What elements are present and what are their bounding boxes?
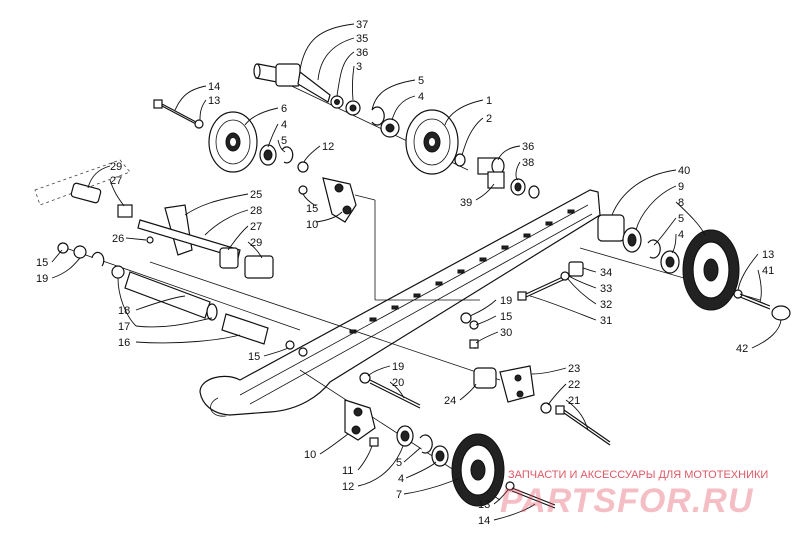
bolt-31 [517, 261, 584, 301]
bolt-14-top [153, 99, 204, 129]
callout-31: 31 [600, 315, 612, 327]
callout-13: 13 [762, 249, 774, 261]
callout-6: 6 [281, 103, 287, 115]
callout-15: 15 [306, 203, 318, 215]
callout-19: 19 [392, 361, 404, 373]
callout-24: 24 [444, 395, 456, 407]
spacers-wheel1 [454, 153, 540, 199]
callout-14: 14 [478, 515, 490, 527]
callout-8: 8 [678, 197, 684, 209]
callout-19: 19 [36, 273, 48, 285]
callout-26: 26 [112, 233, 124, 245]
upper-bearings [330, 95, 400, 138]
callout-25: 25 [250, 189, 262, 201]
callout-20: 20 [392, 377, 404, 389]
callout-17: 17 [118, 321, 130, 333]
watermark-brand: PARTSFOR.RU [500, 482, 754, 520]
rail-holes [349, 209, 575, 334]
callout-32: 32 [600, 299, 612, 311]
bolt-20 [359, 372, 421, 409]
idler-wheel-7 [344, 399, 556, 509]
centre-hardware [460, 312, 479, 349]
leader-lines [51, 23, 782, 521]
bracket-23 [473, 365, 611, 446]
callout-36: 36 [356, 47, 368, 59]
callout-30: 30 [500, 327, 512, 339]
callout-numbers: 37 35 36 3 5 4 1 2 14 13 6 4 5 12 36 38 … [36, 19, 774, 527]
callout-28: 28 [250, 205, 262, 217]
callout-4: 4 [678, 229, 684, 241]
callout-29: 29 [110, 161, 122, 173]
bearing-4-wheel6 [259, 144, 309, 173]
callout-2: 2 [486, 113, 492, 125]
callout-13: 13 [478, 499, 490, 511]
callout-15: 15 [36, 257, 48, 269]
callout-5: 5 [678, 213, 684, 225]
callout-36: 36 [522, 141, 534, 153]
callout-42: 42 [736, 343, 748, 355]
watermark-caption: ЗАПЧАСТИ И АКСЕССУАРЫ ДЛЯ МОТОТЕХНИКИ [508, 469, 768, 481]
bracket-10-top [298, 177, 357, 223]
callout-16: 16 [118, 337, 130, 349]
idler-wheel-6 [208, 111, 258, 173]
callout-5: 5 [396, 457, 402, 469]
callout-1: 1 [486, 95, 492, 107]
callout-39: 39 [460, 197, 472, 209]
callout-23: 23 [568, 363, 580, 375]
callout-7: 7 [396, 489, 402, 501]
callout-37: 37 [356, 19, 368, 31]
callout-27: 27 [110, 175, 122, 187]
callout-15: 15 [500, 311, 512, 323]
callout-15: 15 [248, 351, 260, 363]
callout-13: 13 [208, 95, 220, 107]
idler-wheel-1 [405, 109, 459, 175]
callout-10: 10 [304, 449, 316, 461]
callout-5: 5 [281, 135, 287, 147]
callout-35: 35 [356, 33, 368, 45]
callout-11: 11 [342, 465, 353, 477]
callout-22: 22 [568, 379, 580, 391]
rocker-arm-25 [70, 182, 274, 279]
callout-4: 4 [398, 473, 404, 485]
callout-14: 14 [208, 81, 220, 93]
callout-19: 19 [500, 295, 512, 307]
callout-4: 4 [418, 91, 424, 103]
callout-5: 5 [418, 75, 424, 87]
idler-wheel-8 [597, 214, 791, 321]
callout-18: 18 [118, 305, 130, 317]
callout-9: 9 [678, 181, 684, 193]
callout-29: 29 [250, 237, 262, 249]
callout-4: 4 [281, 119, 287, 131]
callout-12: 12 [342, 481, 354, 493]
callout-34: 34 [600, 267, 612, 279]
callout-10: 10 [306, 219, 318, 231]
callout-33: 33 [600, 283, 612, 295]
callout-3: 3 [356, 61, 362, 73]
slide-rail [34, 159, 601, 417]
callout-38: 38 [522, 157, 534, 169]
callout-27: 27 [250, 221, 262, 233]
watermark: ЗАПЧАСТИ И АКСЕССУАРЫ ДЛЯ МОТОТЕХНИКИ PA… [500, 469, 768, 520]
callout-40: 40 [678, 165, 690, 177]
callout-21: 21 [568, 395, 580, 407]
upper-shaft [253, 63, 331, 103]
callout-41: 41 [762, 265, 774, 277]
callout-12: 12 [322, 141, 334, 153]
